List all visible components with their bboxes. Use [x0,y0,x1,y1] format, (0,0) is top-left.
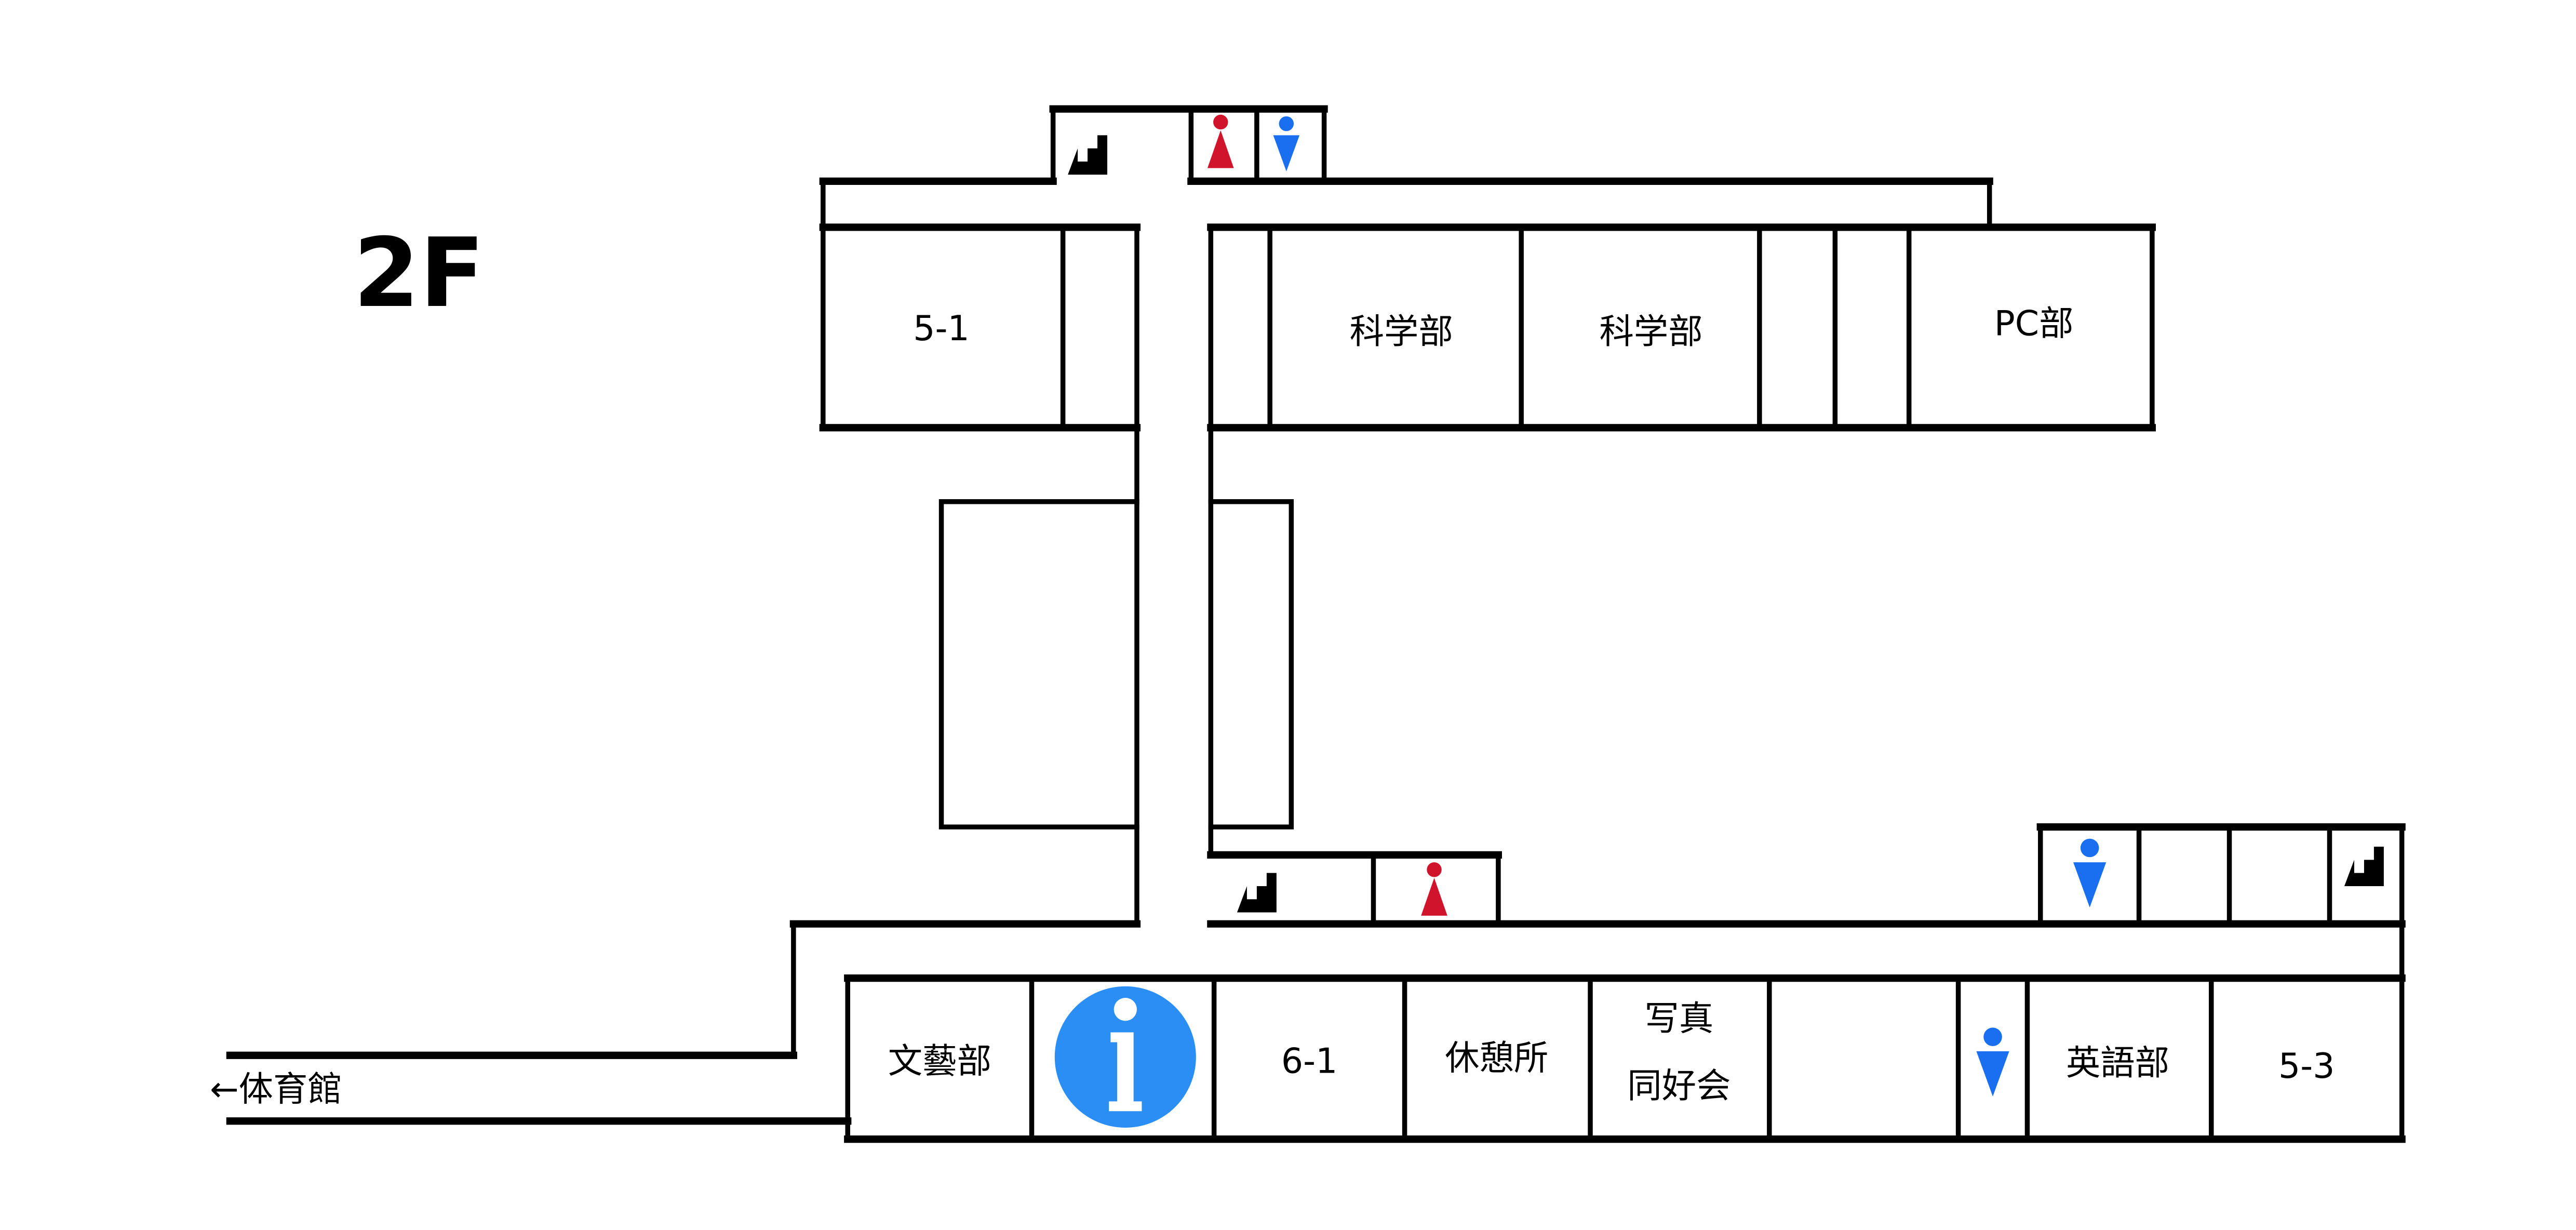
female-restroom-icon [1421,862,1447,916]
room-6-1: 6-1 [1281,1041,1337,1081]
room-science-club-1: 科学部 [1350,311,1453,352]
walls [226,105,2406,1143]
room-5-1: 5-1 [913,308,969,349]
stairs-icon [2344,847,2384,886]
room-5-3: 5-3 [2278,1046,2334,1086]
room-photo-club-line2: 同好会 [1627,1065,1730,1106]
room-english-club: 英語部 [2066,1042,2169,1083]
room-rest-area: 休憩所 [1445,1037,1548,1078]
room-science-club-2: 科学部 [1599,311,1702,352]
female-restroom-icon [1208,114,1234,168]
stairs-icon [1068,135,1108,175]
floor-title: 2F [353,218,485,329]
gym-direction-label: ←体育館 [210,1068,342,1109]
room-pc-club: PC部 [1994,303,2074,343]
room-photo-club-line1: 写真 [1644,998,1713,1038]
male-restroom-icon [1976,1027,2009,1097]
stairs-icon [1237,873,1277,913]
info-icon [1054,986,1196,1128]
male-restroom-icon [2073,838,2107,908]
room-literature-club: 文藝部 [888,1041,991,1081]
male-restroom-icon [1273,116,1300,171]
